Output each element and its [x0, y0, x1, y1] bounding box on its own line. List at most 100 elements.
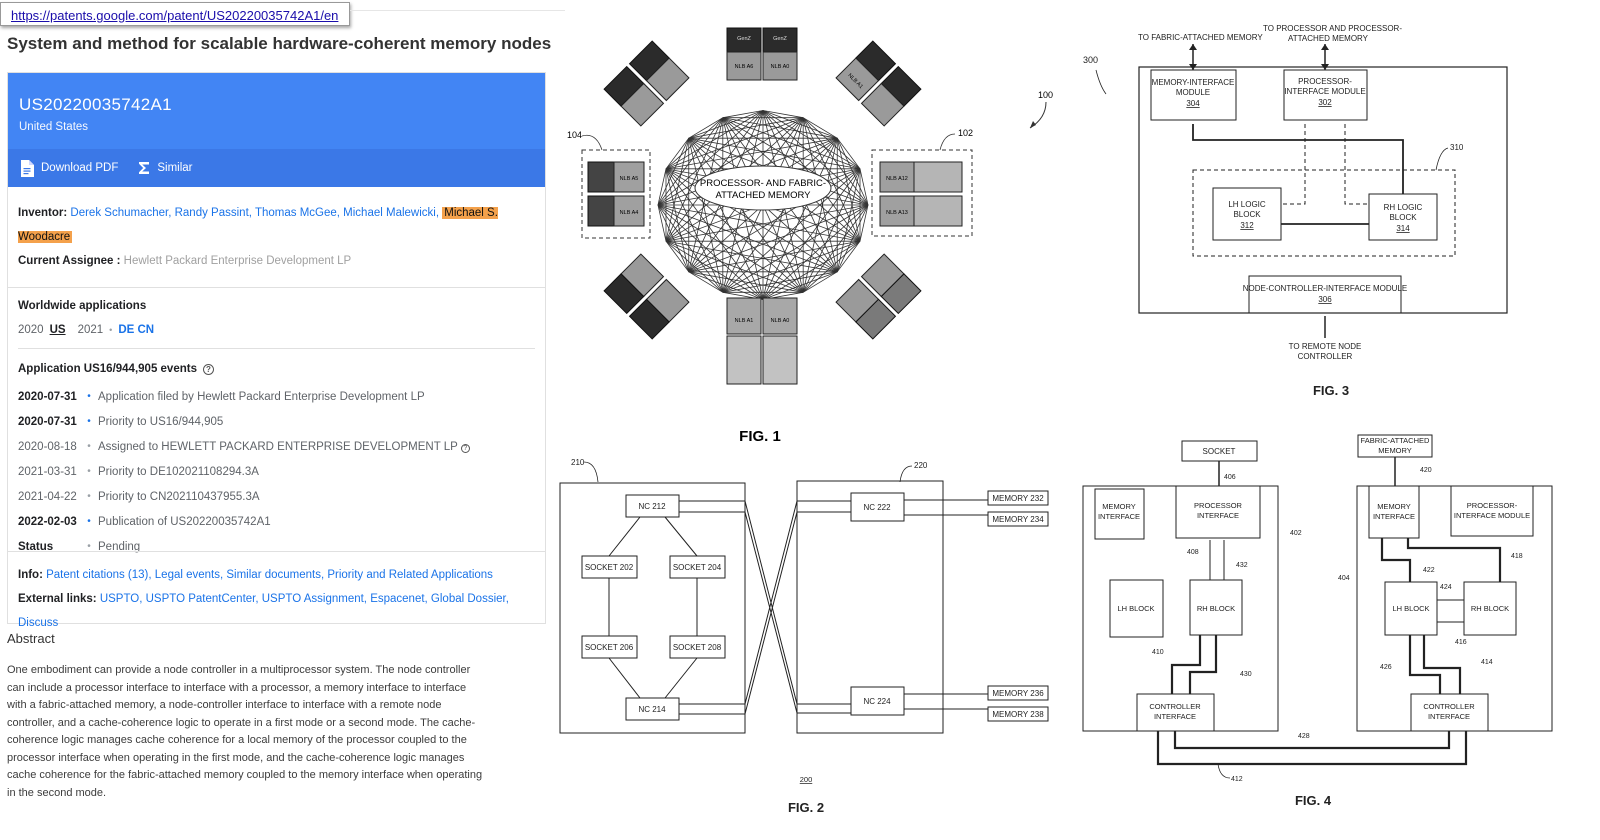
- abstract-title: Abstract: [7, 631, 55, 646]
- fig1-center-text: PROCESSOR- AND FABRIC-: [700, 178, 826, 189]
- fig1-label: FIG. 1: [739, 428, 781, 445]
- fig3-rh-text: 314: [1396, 224, 1410, 233]
- fig4-mem-if-label: MEMORY: [1377, 502, 1411, 511]
- fig1-mesh-line: [657, 168, 667, 206]
- fig1-nlb-label: NLB A13: [886, 210, 908, 216]
- event-row: 2020-08-18 • Assigned to HEWLETT PACKARD…: [18, 434, 470, 459]
- fig1-mesh-line: [688, 117, 724, 139]
- event-date: 2021-03-31: [18, 465, 77, 478]
- help-icon[interactable]: ?: [202, 363, 214, 375]
- divider: [8, 551, 545, 552]
- fig4-ref: 432: [1236, 562, 1248, 569]
- worldwide-applications: Worldwide applications 2020 US 2021 • DE…: [8, 288, 545, 336]
- fig3-memory-module-text: MEMORY-INTERFACE: [1152, 78, 1235, 87]
- fig1-mesh-line: [665, 137, 690, 170]
- fig3-ncim-text: 306: [1318, 295, 1332, 304]
- event-text-label: Assigned to HEWLETT PACKARD ENTERPRISE D…: [98, 440, 458, 453]
- fig4-ref: 426: [1380, 664, 1392, 671]
- fig4-ctrl-label: INTERFACE: [1428, 712, 1470, 721]
- fig1-mesh-line: [836, 168, 861, 272]
- fig4-ref: 418: [1511, 553, 1523, 560]
- fig1-mesh-line: [836, 138, 861, 242]
- bullet-icon: •: [87, 541, 91, 552]
- fig1-mesh-line: [688, 271, 804, 293]
- info-label: Info:: [18, 569, 43, 581]
- help-icon[interactable]: ?: [460, 443, 470, 453]
- fig4-ctrl-label: INTERFACE: [1154, 712, 1196, 721]
- fig4-proc-if-label: INTERFACE: [1197, 511, 1239, 520]
- bullet-icon: •: [87, 391, 91, 402]
- fig4-ref: 430: [1240, 671, 1252, 678]
- inventor-link[interactable]: Thomas McGee,: [254, 207, 340, 219]
- bullet-icon: •: [87, 416, 91, 427]
- fig2-memory-label: MEMORY 238: [992, 710, 1044, 719]
- fig2-label: FIG. 2: [788, 800, 824, 815]
- page-title: System and method for scalable hardware-…: [7, 34, 552, 53]
- event-date: 2020-07-31: [18, 390, 77, 403]
- event-date: 2020-07-31: [18, 415, 77, 428]
- fig1-mesh-line: [688, 137, 804, 293]
- fig4-label: FIG. 4: [1295, 793, 1332, 808]
- country-de-cn-link[interactable]: DE CN: [118, 324, 155, 336]
- inventor-link[interactable]: Michael Malewicki,: [343, 207, 440, 219]
- status-value: Pending: [98, 540, 141, 553]
- event-row: 2020-07-31 • Priority to US16/944,905: [18, 409, 470, 434]
- fig1-node-bottom: NLB A1 NLB A0: [726, 297, 798, 385]
- fig1-mesh-line: [657, 204, 861, 242]
- fig1-center-text: ATTACHED MEMORY: [715, 190, 811, 201]
- fig1-mesh-line: [859, 204, 869, 242]
- external-links-label: External links:: [18, 593, 97, 605]
- similar-button[interactable]: Similar: [138, 161, 192, 175]
- fig4-ref: 420: [1420, 467, 1432, 474]
- fig3-bottom-label: CONTROLLER: [1298, 352, 1353, 361]
- assignee-row: Current Assignee : Hewlett Packard Enter…: [18, 249, 535, 273]
- divider: [18, 348, 535, 349]
- inventor-section: Inventor: Derek Schumacher, Randy Passin…: [8, 187, 545, 273]
- fig1-center-oval: [694, 165, 832, 211]
- fig1-mesh-line: [762, 110, 838, 139]
- fig1-nlb-label: NLB A1: [735, 318, 754, 324]
- fig2-nc-label: NC 214: [638, 705, 666, 714]
- fig1-node-top: GenZ GenZ NLB A6 NLB A0: [726, 27, 798, 81]
- inventor-link[interactable]: Randy Passint,: [174, 207, 252, 219]
- info-links[interactable]: Patent citations (13), Legal events, Sim…: [46, 569, 493, 581]
- fig3-proc-module-text: PROCESSOR-: [1298, 77, 1352, 86]
- events-table: 2020-07-31 • Application filed by Hewlet…: [18, 384, 470, 559]
- assignee-value[interactable]: Hewlett Packard Enterprise Development L…: [123, 255, 352, 267]
- country-us-link[interactable]: US: [49, 324, 66, 336]
- fig1-mesh-line: [665, 240, 764, 300]
- worldwide-title: Worldwide applications: [18, 300, 147, 312]
- fig1-mesh-line: [688, 117, 804, 139]
- fig1-ref-104: 104: [567, 130, 582, 140]
- events-title: Application US16/944,905 events ?: [18, 363, 535, 375]
- fig1-mesh-line: [665, 168, 838, 273]
- url-bar[interactable]: https://patents.google.com/patent/US2022…: [0, 2, 350, 26]
- event-row: Status • Pending: [18, 534, 470, 559]
- fig1-mesh-line: [802, 271, 838, 293]
- fig3-top-right-label: ATTACHED MEMORY: [1288, 34, 1369, 43]
- similar-label: Similar: [157, 162, 193, 174]
- event-text: Publication of US20220035742A1: [98, 515, 271, 528]
- divider: [8, 287, 545, 288]
- fig1-mesh-line: [722, 110, 764, 119]
- fig3-label: FIG. 3: [1313, 383, 1349, 398]
- fig4-drawing: SOCKET FABRIC-ATTACHED MEMORY 406 420 40…: [1082, 434, 1553, 808]
- fig3-proc-module-text: 302: [1318, 98, 1332, 107]
- event-row: 2021-03-31 • Priority to DE102021108294.…: [18, 459, 470, 484]
- fig3-ref-300: 300: [1083, 55, 1098, 65]
- external-links[interactable]: USPTO, USPTO PatentCenter, USPTO Assignm…: [18, 593, 509, 629]
- fig1-mesh-line: [722, 117, 838, 139]
- fig1-node-right: NLB A12 NLB A13: [871, 149, 973, 237]
- inventor-link[interactable]: Derek Schumacher,: [70, 207, 172, 219]
- bullet-icon: •: [87, 441, 91, 452]
- assignee-label: Current Assignee :: [18, 255, 121, 267]
- fig4-ref: 422: [1423, 567, 1435, 574]
- fig1-mesh-line: [722, 271, 838, 293]
- fig4-ref: 402: [1290, 530, 1302, 537]
- fig1-mesh-line: [688, 168, 861, 273]
- fig4-ref: 404: [1338, 575, 1350, 582]
- download-pdf-button[interactable]: Download PDF: [20, 159, 118, 177]
- fig4-lh-label: LH BLOCK: [1117, 604, 1154, 613]
- fig1-nlb-label: NLB A4: [620, 210, 639, 216]
- abstract-text: One embodiment can provide a node contro…: [7, 664, 483, 799]
